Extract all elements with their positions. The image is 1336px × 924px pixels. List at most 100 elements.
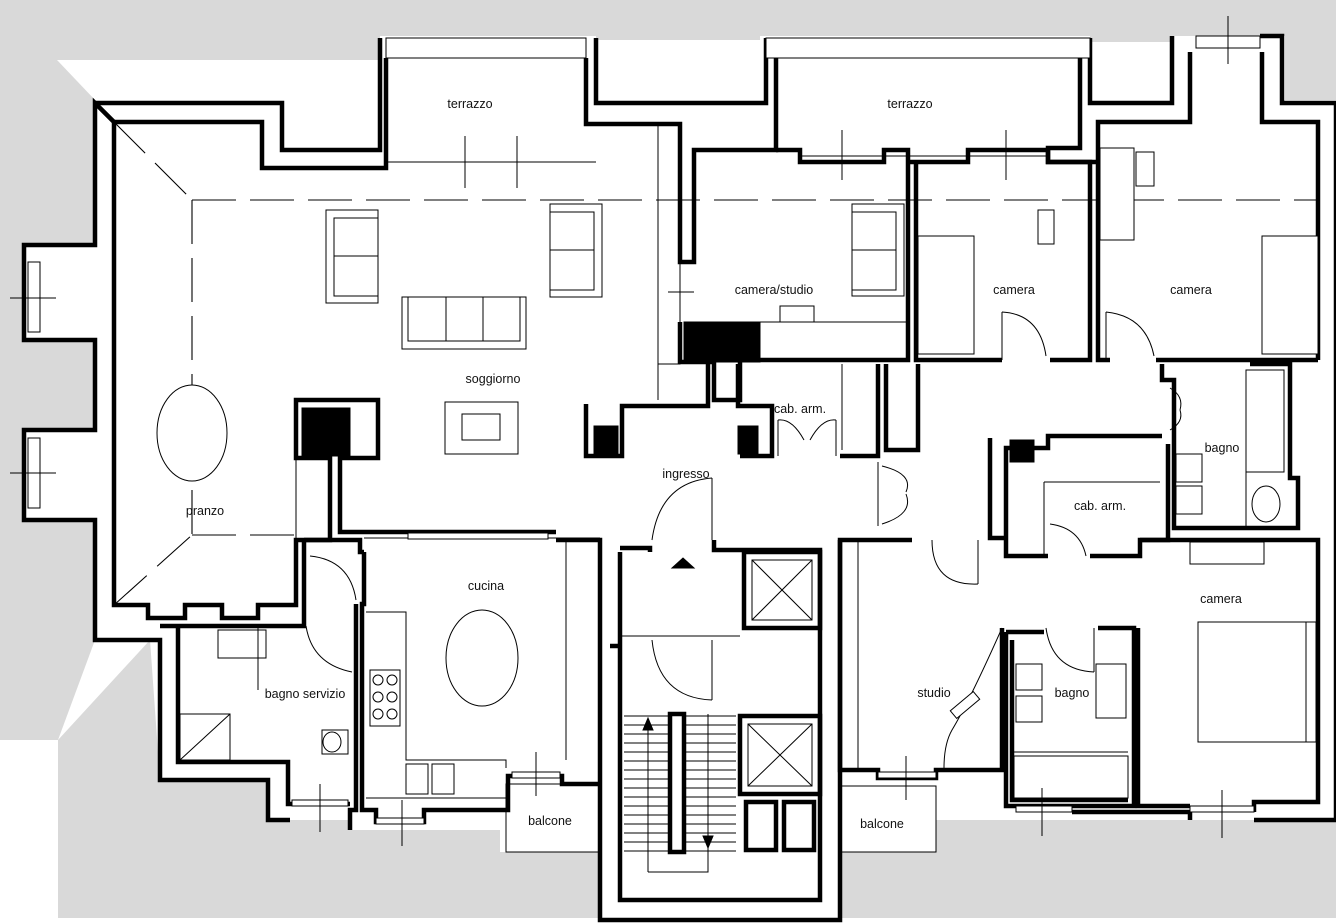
bagno-top-shower bbox=[1245, 369, 1285, 473]
chimney-left bbox=[301, 407, 351, 457]
stair-steps bbox=[624, 715, 736, 852]
sofa-left-seat bbox=[333, 217, 379, 297]
stair-bottom-connector bbox=[648, 848, 709, 873]
camera-studio-wardrobe bbox=[657, 123, 681, 365]
exterior-walls bbox=[21, 33, 1336, 823]
camera-top-right-door-swing bbox=[1105, 311, 1155, 357]
bagno-top-sink bbox=[1251, 485, 1281, 523]
cab-arm-right-door-swing bbox=[1049, 523, 1087, 557]
balcone-left-slab bbox=[505, 783, 601, 853]
lift-lower-cabin bbox=[747, 723, 813, 787]
shaft-1 bbox=[743, 799, 779, 853]
camera-bottom-wardrobe bbox=[1189, 541, 1265, 565]
label-bagno-bottom: bagno bbox=[1055, 686, 1090, 700]
cooktop-burner bbox=[386, 674, 398, 686]
studio: studio bbox=[837, 539, 1005, 800]
label-balcone-right: balcone bbox=[860, 817, 904, 831]
bagno-bottom-window bbox=[1015, 805, 1073, 813]
lift-upper-cabin bbox=[751, 559, 813, 621]
cucina-table bbox=[445, 609, 519, 707]
bagno-servizio: bagno servizio bbox=[175, 625, 353, 832]
terrazzo-right: terrazzo bbox=[765, 37, 1091, 180]
ingresso-door-swing bbox=[651, 477, 713, 541]
coffee-table-top bbox=[461, 413, 501, 441]
label-cab-arm-right: cab. arm. bbox=[1074, 499, 1126, 513]
stair-door-swing bbox=[651, 639, 713, 701]
wall-cab-arm-left bbox=[583, 364, 711, 459]
camera-top-right-desk bbox=[1135, 151, 1155, 187]
wall-terrazzo-left-right bbox=[593, 38, 769, 106]
roof-diag-bottom bbox=[113, 534, 193, 606]
wall-terrazzo-left-inner bbox=[583, 58, 779, 265]
cooktop-burner bbox=[386, 708, 398, 720]
cucina-sink-2 bbox=[431, 763, 455, 795]
studio-sliding-door bbox=[943, 627, 1003, 769]
camera-top-mid-door-swing bbox=[1001, 311, 1047, 357]
camera-top-mid-nightstand bbox=[1037, 209, 1055, 245]
pranzo-table bbox=[156, 384, 228, 482]
label-cab-arm-left: cab. arm. bbox=[774, 402, 826, 416]
stairwell bbox=[610, 549, 823, 873]
label-terrazzo-right: terrazzo bbox=[887, 97, 932, 111]
wall-cucina-left bbox=[160, 540, 307, 629]
wall-bottom-right bbox=[1072, 809, 1193, 820]
wall-cucina-sep bbox=[347, 604, 359, 830]
label-camera-bottom: camera bbox=[1200, 592, 1242, 606]
ingresso-door-right-b bbox=[881, 493, 908, 525]
bagno-top-door-b bbox=[1169, 409, 1182, 431]
lift-lower bbox=[737, 713, 823, 797]
camera-top-right: camera bbox=[1095, 16, 1319, 363]
camera-top-mid-bed bbox=[917, 235, 975, 355]
bagno-bottom-vanity bbox=[1095, 663, 1127, 719]
label-camera-top-right: camera bbox=[1170, 283, 1212, 297]
chimney-cab-left-1 bbox=[593, 425, 619, 455]
ingresso-door-right-a bbox=[881, 465, 908, 493]
camera-bottom: camera bbox=[1135, 537, 1321, 838]
bagno-servizio-tub bbox=[217, 629, 267, 659]
wall-pranzo-bottom bbox=[111, 122, 556, 621]
bagno-bottom-tub bbox=[1013, 755, 1129, 799]
bagno-servizio-door-swing bbox=[305, 625, 353, 673]
balcone-right: balcone bbox=[839, 785, 937, 853]
bagno-top: bagno bbox=[883, 361, 1301, 531]
shaft-2 bbox=[781, 799, 817, 853]
bagno-servizio-wc-bowl bbox=[322, 731, 342, 753]
wall-cab-arm-left-2 bbox=[735, 364, 775, 459]
camera-studio-desk bbox=[779, 305, 815, 323]
wall-outer-right bbox=[1254, 103, 1336, 823]
neighbor-top-left-2 bbox=[0, 0, 95, 740]
cucina-window-top bbox=[407, 532, 549, 540]
stair-up-arrow bbox=[642, 716, 654, 731]
terrazzo-right-rail bbox=[765, 37, 1091, 59]
cucina-sink-1 bbox=[405, 763, 429, 795]
camera-top-mid: camera bbox=[908, 147, 1093, 363]
wall-ingresso-inner-left bbox=[620, 545, 653, 552]
wall-bagno-bottom bbox=[1003, 625, 1137, 809]
bagno-bottom-door-swing bbox=[1045, 627, 1095, 673]
wall-camera-bottom-right bbox=[1140, 537, 1321, 812]
window-left-1 bbox=[27, 261, 41, 333]
chimney-cab-left-2 bbox=[737, 425, 759, 455]
stair-core bbox=[667, 711, 687, 855]
cab-arm-left-door-a bbox=[777, 419, 805, 441]
wall-terrazzo-right bbox=[1087, 36, 1175, 106]
neighbor-bottom-right bbox=[840, 820, 1336, 918]
camera-top-right-wardrobe bbox=[1099, 147, 1135, 241]
label-soggiorno: soggiorno bbox=[466, 372, 521, 386]
label-cucina: cucina bbox=[468, 579, 504, 593]
terrazzo-left-rail bbox=[385, 37, 587, 59]
cucina-door-swing bbox=[309, 555, 357, 601]
wall-outer-top-right bbox=[1260, 33, 1336, 106]
ingresso-entry-arrow bbox=[670, 557, 696, 569]
camera-top-right-bed bbox=[1261, 235, 1319, 355]
chimney-camera-studio bbox=[683, 321, 761, 363]
wall-camera-bottom-sep bbox=[1135, 628, 1190, 809]
cucina: cucina bbox=[160, 532, 600, 846]
wall-ingresso-left bbox=[556, 537, 912, 923]
camera-bottom-bed bbox=[1197, 621, 1317, 743]
roof-diag-top bbox=[113, 121, 193, 201]
sofa-right-seat bbox=[549, 211, 595, 291]
cab-arm-left: cab. arm. bbox=[583, 364, 881, 459]
